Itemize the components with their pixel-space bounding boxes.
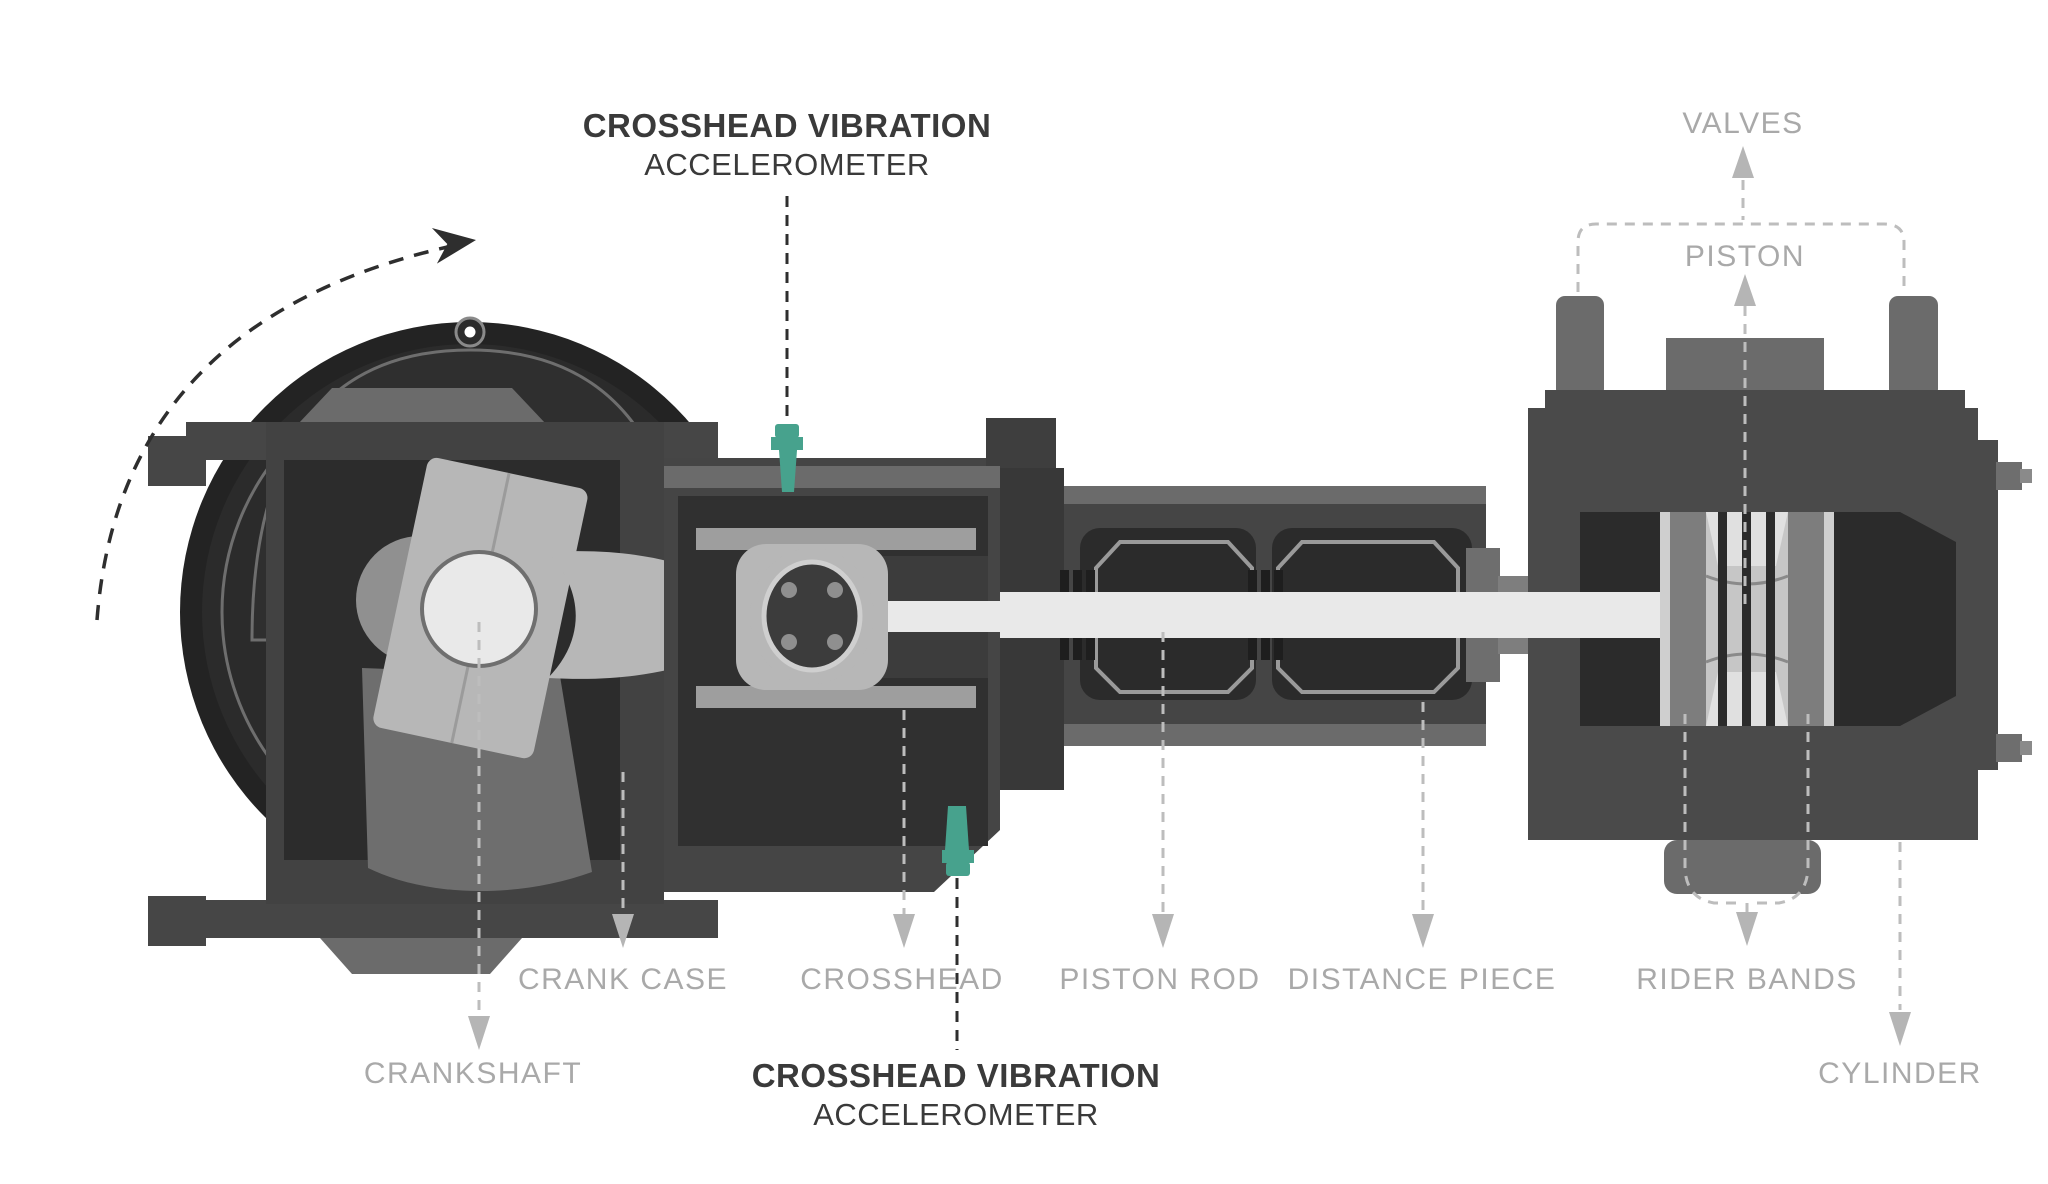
flywheel-bolt — [454, 316, 486, 348]
rod-packing-seals — [1060, 570, 1283, 660]
piston-label: PISTON — [1685, 240, 1805, 273]
crank-case-label: CRANK CASE — [518, 963, 728, 996]
accelerometer-bottom-label-line1: CROSSHEAD VIBRATION — [752, 1057, 1161, 1094]
piston-rod-label: PISTON ROD — [1059, 963, 1260, 996]
crosshead — [736, 544, 888, 690]
rotation-direction-arrow — [95, 228, 476, 621]
accelerometer-top-label-line1: CROSSHEAD VIBRATION — [583, 107, 992, 144]
accelerometer-top-label-line2: ACCELEROMETER — [644, 147, 930, 182]
cylinder-label: CYLINDER — [1818, 1057, 1982, 1090]
crosshead-label: CROSSHEAD — [800, 963, 1004, 996]
crankshaft-label: CRANKSHAFT — [364, 1057, 582, 1090]
valves-label: VALVES — [1682, 107, 1803, 140]
piston-rod — [876, 592, 1672, 638]
vibration-sensor-bottom-icon — [942, 806, 974, 876]
accelerometer-bottom-label-line2: ACCELEROMETER — [813, 1097, 1099, 1132]
distance-piece-label: DISTANCE PIECE — [1288, 963, 1557, 996]
part-pointers — [468, 146, 1911, 1050]
piston-assembly — [1660, 512, 1834, 726]
vibration-sensor-top-icon — [771, 424, 803, 492]
rider-bands-label: RIDER BANDS — [1636, 963, 1858, 996]
